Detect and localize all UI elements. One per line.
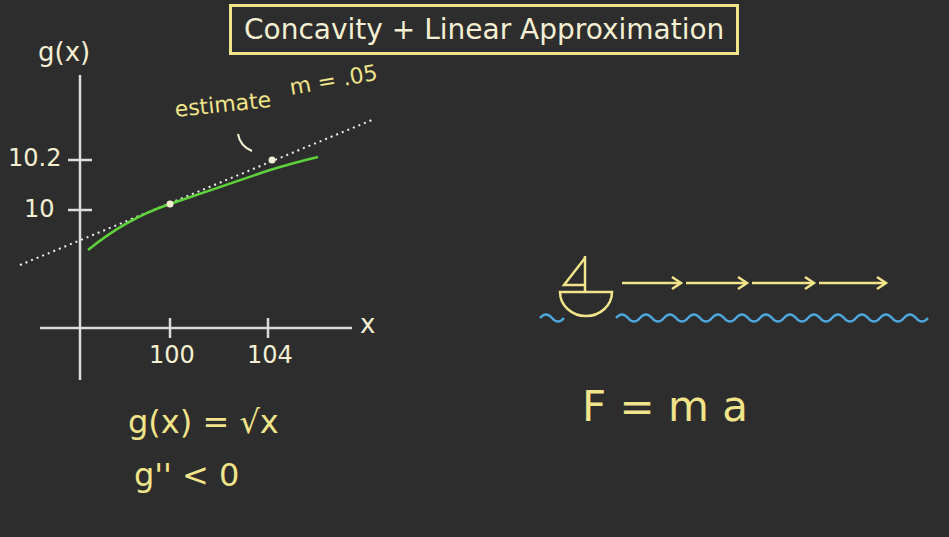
tick-label: 104 [247, 342, 293, 368]
hull [560, 292, 612, 316]
sail [564, 258, 585, 285]
estimate-point [269, 157, 276, 164]
tick [267, 318, 270, 338]
force-arrows [622, 277, 886, 289]
tick [68, 159, 92, 162]
leader-line [238, 134, 252, 151]
y-axis [79, 75, 82, 380]
equation: g'' < 0 [134, 458, 239, 493]
axis-label: x [360, 310, 375, 339]
sqrt-curve [88, 157, 318, 250]
slope-label: m = .05 [288, 61, 380, 100]
title: Concavity + Linear Approximation [244, 13, 724, 46]
tick [169, 318, 172, 338]
tick [68, 209, 92, 212]
annotation: estimate [173, 88, 272, 122]
x-axis [40, 327, 352, 330]
tangent-line [20, 120, 372, 265]
axis-label: g(x) [38, 38, 90, 67]
tangent-point [167, 201, 174, 208]
water [540, 315, 928, 322]
mast [584, 256, 587, 292]
tick-label: 100 [149, 342, 195, 368]
tick-label: 10.2 [8, 145, 61, 171]
tick-label: 10 [24, 196, 55, 222]
equation: F = m a [582, 384, 748, 430]
equation: g(x) = √x [128, 405, 279, 440]
title-box: Concavity + Linear Approximation [229, 4, 739, 55]
